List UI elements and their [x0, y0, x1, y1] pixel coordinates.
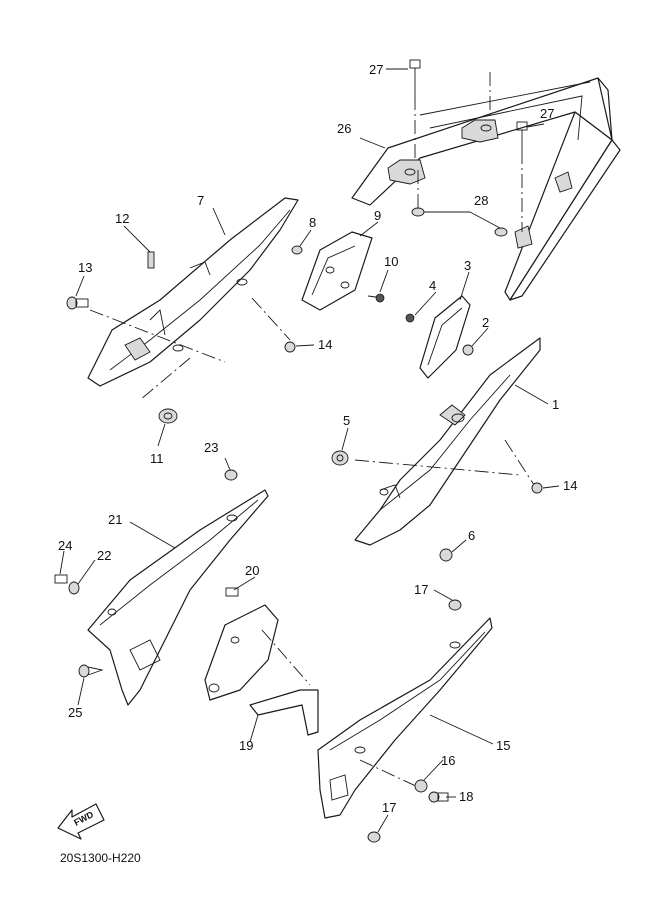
screw-10-icon — [367, 293, 385, 303]
callout-labels: 1 2 3 4 5 6 7 8 9 10 11 12 13 14 14 15 1… — [58, 62, 577, 815]
callout-17b: 17 — [382, 800, 396, 815]
callout-16: 16 — [441, 753, 455, 768]
leader-lines — [59, 68, 560, 833]
bracket-9-part — [301, 231, 373, 311]
forward-arrow-icon: FWD — [57, 803, 105, 840]
bracket-3-part — [419, 295, 471, 379]
side-panel-21-part — [87, 489, 269, 706]
diagram-code: 20S1300-H220 — [60, 851, 141, 865]
nut-17a-icon — [448, 599, 462, 611]
collar-2-icon — [462, 344, 474, 356]
clip-12-icon — [147, 251, 155, 269]
plate-19-part — [204, 604, 279, 701]
grommet-5-icon — [331, 450, 349, 466]
side-cover-7-part — [87, 197, 299, 387]
callout-9: 9 — [374, 208, 381, 223]
bolt-24-icon — [54, 574, 68, 584]
bolt-27b-icon — [516, 121, 528, 232]
callout-15: 15 — [496, 738, 510, 753]
nut-14b-icon — [531, 482, 543, 494]
side-panel-15-part — [317, 617, 493, 819]
callout-7: 7 — [197, 193, 204, 208]
callout-12: 12 — [115, 211, 129, 226]
callout-1: 1 — [552, 397, 559, 412]
callout-6: 6 — [468, 528, 475, 543]
side-cover-1-part — [354, 337, 541, 546]
callout-5: 5 — [343, 413, 350, 428]
bolt-27a-icon — [409, 59, 421, 160]
screw-6-icon — [439, 548, 453, 562]
callout-24: 24 — [58, 538, 72, 553]
grab-bar-part — [351, 77, 621, 301]
callout-19: 19 — [239, 738, 253, 753]
callout-26: 26 — [337, 121, 351, 136]
nut-8-icon — [291, 245, 303, 255]
callout-4: 4 — [429, 278, 436, 293]
callout-28: 28 — [474, 193, 488, 208]
bolt-13-icon — [66, 296, 89, 310]
collar-22-icon — [68, 581, 80, 595]
collar-28-icon — [411, 170, 508, 237]
bolt-4-icon — [405, 313, 415, 323]
rivet-25-icon — [78, 664, 104, 678]
bolt-20-icon — [225, 587, 239, 597]
bolt-18-icon — [428, 791, 449, 803]
nut-23-icon — [224, 469, 238, 481]
callout-8: 8 — [309, 215, 316, 230]
callout-14b: 14 — [563, 478, 577, 493]
bracket-19-part — [249, 689, 319, 736]
callout-27a: 27 — [369, 62, 383, 77]
callout-20: 20 — [245, 563, 259, 578]
callout-21: 21 — [108, 512, 122, 527]
callout-17a: 17 — [414, 582, 428, 597]
callout-25: 25 — [68, 705, 82, 720]
collar-16-icon — [414, 779, 428, 793]
callout-11: 11 — [150, 451, 164, 466]
callout-13: 13 — [78, 260, 92, 275]
callout-22: 22 — [97, 548, 111, 563]
nut-14a-icon — [284, 341, 296, 353]
callout-23: 23 — [204, 440, 218, 455]
callout-10: 10 — [384, 254, 398, 269]
callout-14a: 14 — [318, 337, 332, 352]
nut-17b-icon — [367, 831, 381, 843]
callout-18: 18 — [459, 789, 473, 804]
callout-2: 2 — [482, 315, 489, 330]
grommet-11-icon — [158, 408, 178, 424]
callout-27b: 27 — [540, 106, 554, 121]
callout-3: 3 — [464, 258, 471, 273]
